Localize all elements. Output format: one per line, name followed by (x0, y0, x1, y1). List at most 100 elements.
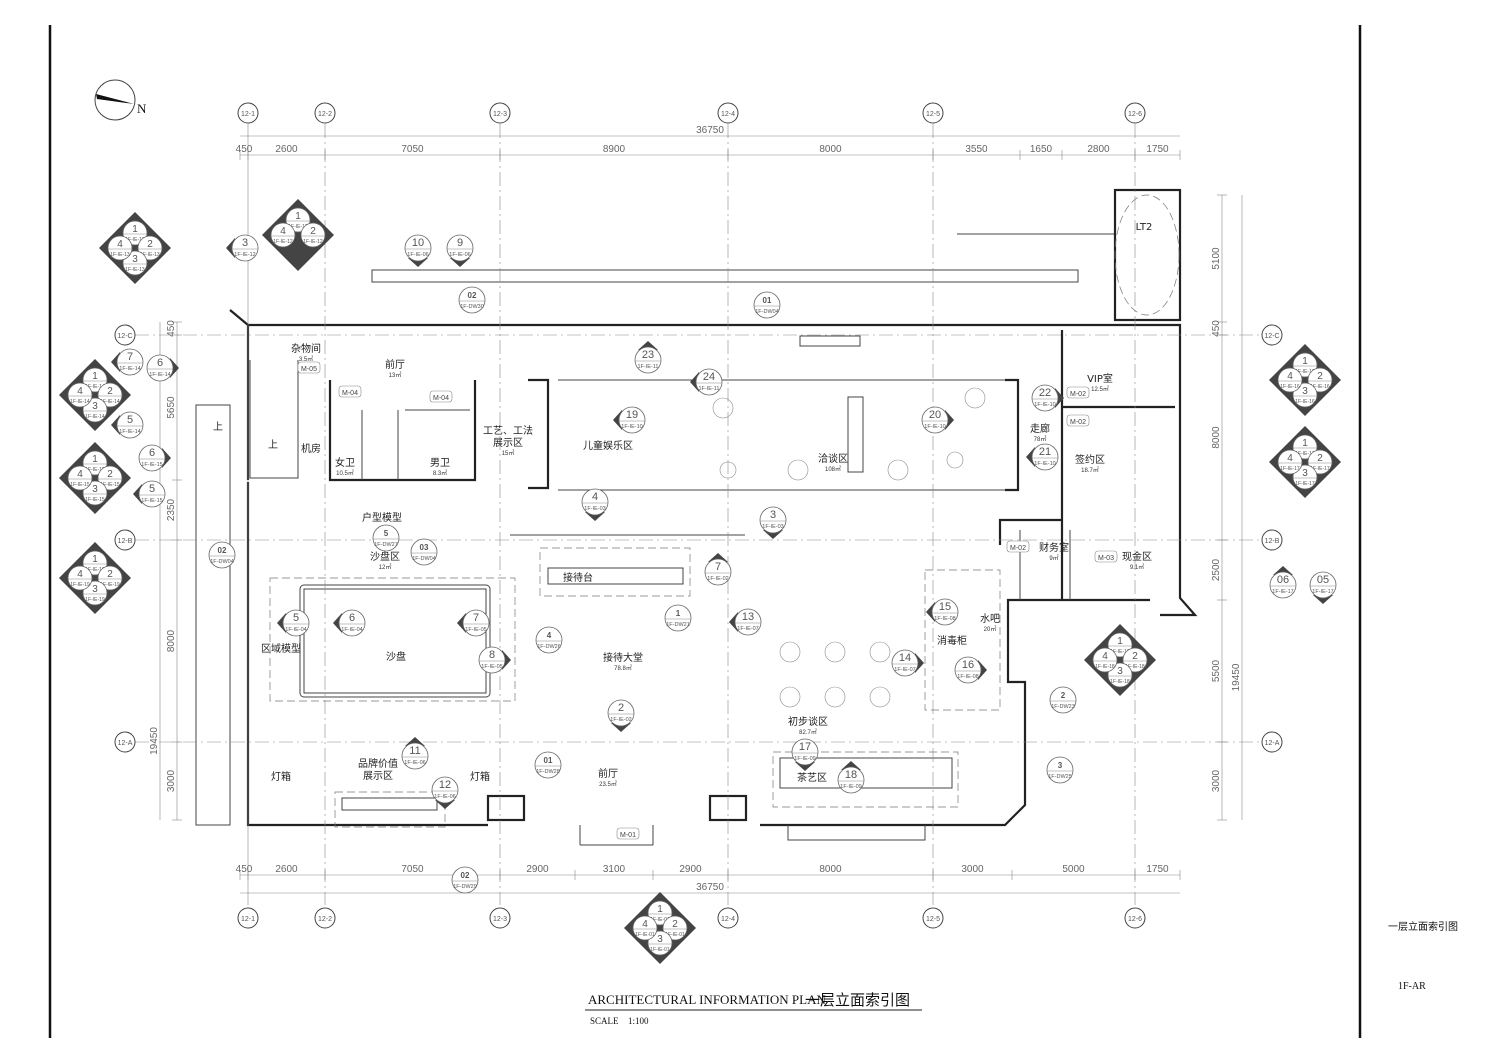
symbol-number: 3 (92, 401, 98, 412)
dimension-value: 5000 (1062, 864, 1085, 875)
dimension-value: 1750 (1146, 144, 1169, 155)
elevation-index-symbol: 51F-IE-15 (133, 480, 166, 508)
grid-bubble (1124, 907, 1146, 929)
symbol-number: 24 (703, 371, 715, 383)
symbol-reference: 1F-IE-09 (794, 756, 815, 762)
dimension-value: 8000 (819, 864, 842, 875)
symbol-number: 19 (626, 409, 638, 421)
grid-bubble (717, 907, 739, 929)
symbol-reference: 1F-IE-19 (70, 582, 90, 588)
door-tag-box (429, 390, 453, 403)
elevation-index-symbol: 31F-IE-12 (226, 234, 259, 262)
door-tag: M-02 (1070, 419, 1086, 426)
symbol-reference: 1F-IE-17 (1280, 466, 1300, 472)
room-area: 13㎡ (389, 371, 402, 379)
symbol-reference: 1F-IE-17 (1295, 451, 1315, 457)
symbol-number: 6 (157, 357, 163, 369)
grid-label: 12-6 (1128, 916, 1142, 923)
symbol-reference: 1F-IE-05 (481, 664, 502, 670)
symbol-number: 3 (132, 254, 138, 265)
symbol-number: 18 (845, 769, 857, 781)
symbol-number: 1 (92, 454, 98, 465)
grid-label: 12-B (118, 538, 133, 545)
room-name: 走廊 (1030, 422, 1050, 435)
room-name: LT2 (1136, 222, 1153, 233)
symbol-reference: 1F-DW04 (412, 556, 436, 562)
elevation-index-symbol: 61F-IE-15 (138, 444, 171, 472)
grid-bubble (1261, 324, 1283, 346)
symbol-reference: 1F-IE-18 (1125, 664, 1145, 670)
dimension-value: 2800 (1087, 144, 1110, 155)
scale-label: SCALE (590, 1016, 619, 1026)
dimension-value: 7050 (401, 144, 424, 155)
door-tag: M-05 (301, 366, 317, 373)
symbol-number: 20 (929, 409, 941, 421)
room-name: 签约区 (1075, 453, 1105, 466)
symbol-number: 05 (1317, 574, 1329, 586)
grid-label: 12-5 (926, 916, 940, 923)
symbol-reference: 1F-DW29 (453, 884, 477, 890)
symbol-number: 1 (295, 211, 301, 222)
symbol-number: 4 (1287, 453, 1293, 464)
symbol-number: 01 (763, 296, 772, 305)
symbol-number: 1 (1117, 636, 1123, 647)
room-name: 户型模型 (362, 511, 402, 524)
symbol-reference: 1F-IE-15 (141, 462, 162, 468)
symbol-number: 2 (107, 469, 113, 480)
symbol-number: 21 (1039, 446, 1051, 458)
elevation-index-symbol: 71F-IE-02 (704, 553, 732, 586)
symbol-number: 5 (384, 529, 389, 538)
room-area: 78㎡ (1034, 435, 1047, 443)
scale-value: 1:100 (628, 1016, 649, 1026)
symbol-number: 2 (107, 569, 113, 580)
symbol-number: 14 (899, 652, 911, 664)
room-name: 展示区 (493, 437, 523, 449)
dimension-total: 19450 (149, 727, 160, 755)
symbol-reference: 1F-IE-14 (119, 366, 140, 372)
symbol-number: 5 (127, 414, 133, 426)
symbol-reference: 1F-IE-01 (650, 917, 670, 923)
dimension-value: 2600 (275, 144, 298, 155)
symbol-reference: 1F-IE-16 (1295, 399, 1315, 405)
symbol-number: 1 (92, 554, 98, 565)
symbol-reference: 1F-IE-14 (149, 372, 170, 378)
room-area: 10.5㎡ (336, 469, 354, 477)
symbol-reference: 1F-IE-13 (125, 267, 145, 273)
symbol-reference: 1F-IE-18 (1110, 679, 1130, 685)
dimension-total: 19450 (1231, 663, 1242, 691)
room-name: 展示区 (363, 770, 393, 782)
symbol-reference: 1F-IE-15 (100, 482, 120, 488)
symbol-number: 3 (92, 484, 98, 495)
symbol-number: 1 (676, 609, 681, 618)
grid-bubble (1124, 102, 1146, 124)
title-english: ARCHITECTURAL INFORMATION PLAN (588, 992, 826, 1007)
symbol-reference: 1F-IE-03 (762, 524, 783, 530)
symbol-number: 01 (544, 756, 553, 765)
door-tag-box (1006, 540, 1030, 553)
elevation-index-symbol: 21F-IE-02 (607, 699, 635, 732)
symbol-reference: 1F-IE-10 (1034, 461, 1055, 467)
room-area: 12㎡ (379, 563, 392, 571)
room-name: 沙盘 (386, 650, 406, 663)
elevation-index-symbol: 71F-IE-14 (111, 348, 144, 376)
symbol-number: 1 (1302, 438, 1308, 449)
grid-bubbles: 12-112-112-212-212-312-312-412-412-512-5… (114, 102, 1283, 929)
title-chinese: 一层立面索引图 (805, 991, 910, 1009)
dimension-value: 5100 (1211, 247, 1222, 270)
grid-label: 12-4 (721, 916, 735, 923)
symbol-reference: 1F-DW23 (1051, 704, 1075, 710)
symbol-reference: 1F-DW21 (666, 622, 690, 628)
